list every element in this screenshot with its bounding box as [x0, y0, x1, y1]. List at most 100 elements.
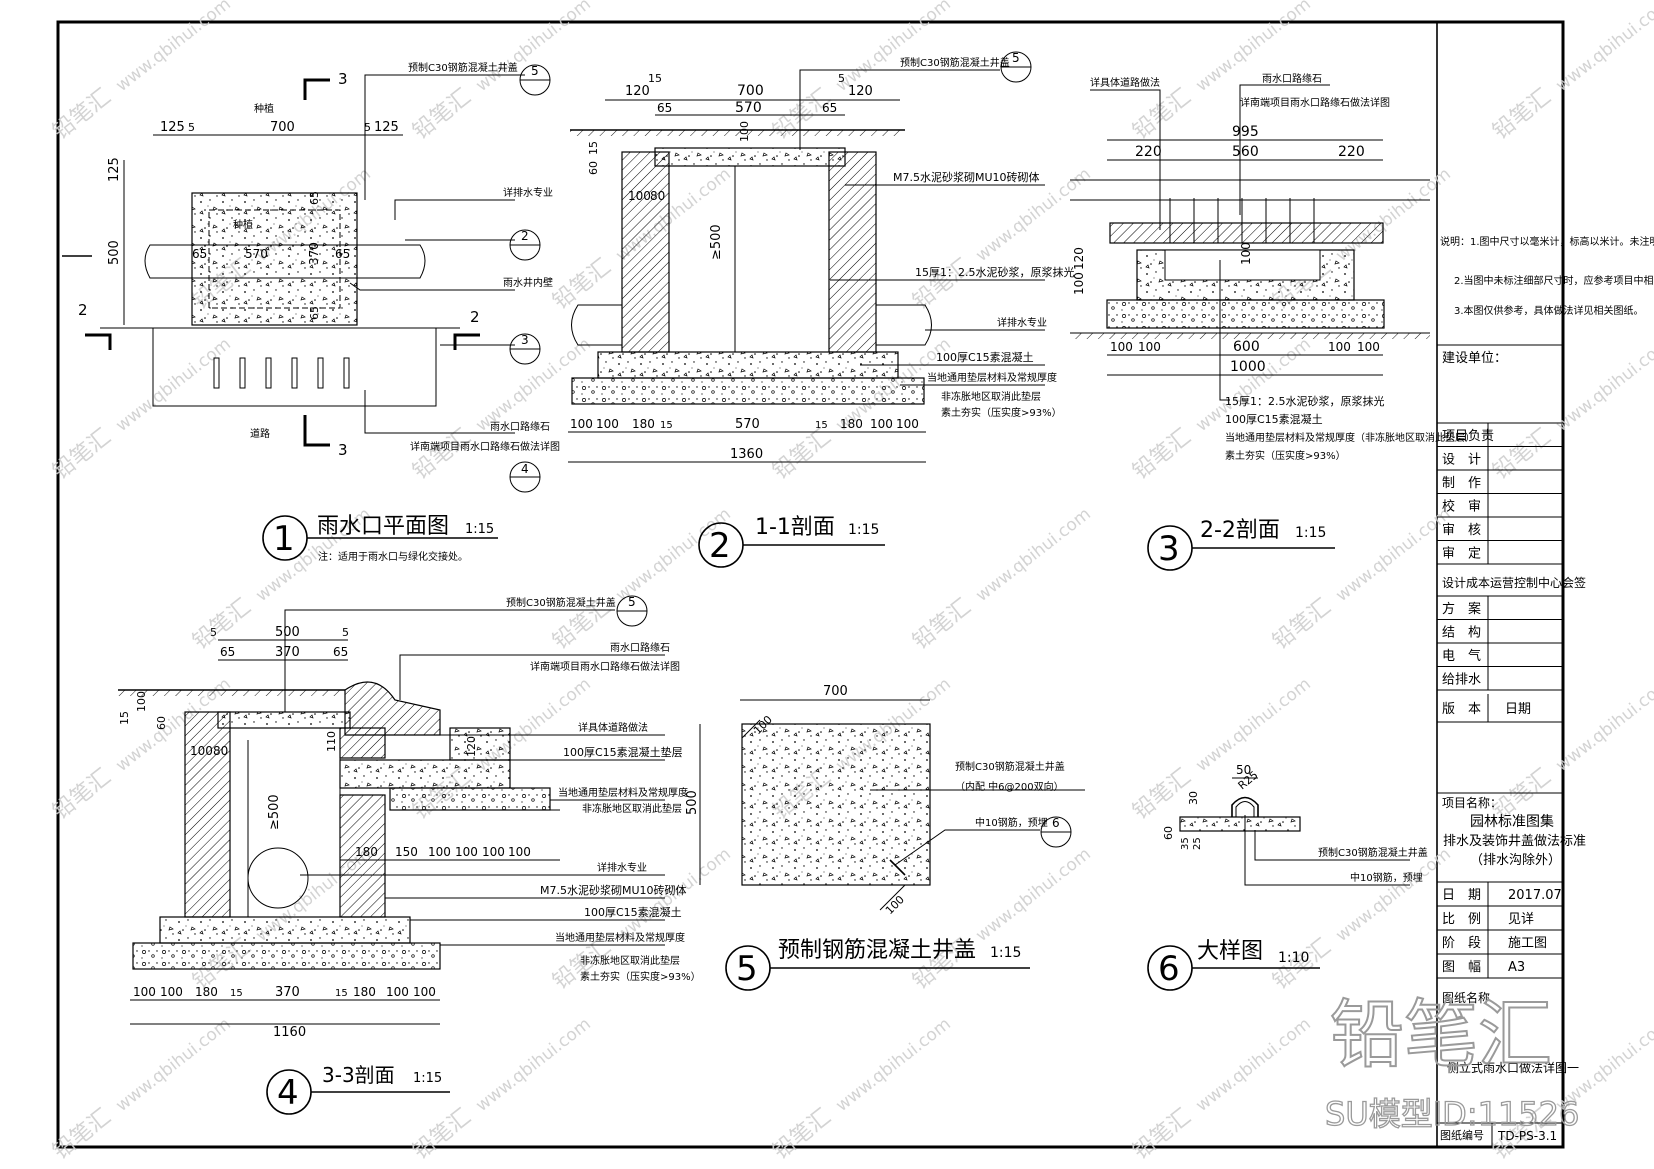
svg-text:排水及装饰井盖做法标准: 排水及装饰井盖做法标准	[1443, 834, 1586, 849]
svg-text:非冻胀地区取消此垫层: 非冻胀地区取消此垫层	[941, 390, 1041, 403]
title-row-label: 审 核	[1442, 523, 1481, 538]
svg-text:100: 100	[570, 417, 593, 431]
svg-text:80: 80	[650, 189, 665, 203]
svg-text:100: 100	[1110, 340, 1133, 354]
svg-text:100: 100	[133, 985, 156, 999]
svg-text:180: 180	[195, 985, 218, 999]
svg-text:700: 700	[823, 684, 848, 699]
svg-text:100: 100	[738, 121, 751, 142]
svg-text:100厚C15素混凝土: 100厚C15素混凝土	[936, 350, 1034, 364]
svg-text:www.qbihui.com: www.qbihui.com	[472, 1014, 595, 1116]
svg-text:建设单位：: 建设单位：	[1442, 351, 1507, 366]
svg-text:详南端项目雨水口路缘石做法详图: 详南端项目雨水口路缘石做法详图	[1240, 96, 1390, 109]
svg-text:中10钢筋，预埋: 中10钢筋，预埋	[1350, 871, 1423, 884]
svg-text:1-1剖面: 1-1剖面	[755, 515, 835, 540]
svg-text:当地通用垫层材料及常规厚度: 当地通用垫层材料及常规厚度	[927, 371, 1057, 384]
svg-text:65: 65	[220, 645, 235, 659]
svg-text:预制C30钢筋混凝土井盖: 预制C30钢筋混凝土井盖	[900, 56, 1010, 69]
info-row-value: 见详	[1508, 912, 1534, 927]
svg-text:2: 2	[709, 526, 731, 566]
title-row-label: 设 计	[1442, 453, 1481, 468]
svg-text:铅笔汇: 铅笔汇	[1128, 1104, 1195, 1164]
svg-text:非冻胀地区取消此垫层: 非冻胀地区取消此垫层	[580, 954, 680, 967]
svg-text:www.qbihui.com: www.qbihui.com	[1552, 0, 1654, 96]
svg-text:中10钢筋，预埋: 中10钢筋，预埋	[975, 816, 1048, 829]
svg-text:220: 220	[1338, 144, 1365, 160]
svg-text:125: 125	[107, 157, 122, 182]
svg-text:1:15: 1:15	[413, 1071, 442, 1086]
svg-text:1:15: 1:15	[1295, 525, 1326, 541]
svg-text:5: 5	[342, 626, 349, 639]
svg-text:560: 560	[1232, 144, 1259, 160]
svg-text:120: 120	[1072, 247, 1086, 270]
info-row-value: A3	[1508, 960, 1525, 975]
svg-text:www.qbihui.com: www.qbihui.com	[972, 844, 1095, 946]
svg-text:570: 570	[735, 417, 760, 432]
svg-text:详南端项目雨水口路缘石做法详图: 详南端项目雨水口路缘石做法详图	[530, 660, 680, 673]
svg-text:100: 100	[596, 417, 619, 431]
svg-text:100: 100	[428, 845, 451, 859]
svg-text:SU模型ID:11526: SU模型ID:11526	[1325, 1095, 1579, 1133]
cover-slab	[741, 723, 931, 886]
svg-text:铅笔汇: 铅笔汇	[1488, 84, 1555, 144]
svg-text:65: 65	[333, 645, 348, 659]
svg-text:220: 220	[1135, 144, 1162, 160]
svg-text:370: 370	[275, 645, 300, 660]
svg-text:≥500: ≥500	[267, 794, 282, 830]
svg-text:100厚C15素混凝土: 100厚C15素混凝土	[1225, 412, 1323, 426]
svg-text:铅笔汇: 铅笔汇	[1330, 992, 1552, 1078]
svg-text:1000: 1000	[1230, 359, 1266, 375]
svg-text:15: 15	[230, 988, 243, 999]
svg-text:100: 100	[1328, 340, 1351, 354]
svg-text:3: 3	[521, 333, 529, 347]
svg-text:1:10: 1:10	[1278, 950, 1309, 966]
svg-text:100: 100	[482, 845, 505, 859]
svg-text:3-3剖面: 3-3剖面	[322, 1063, 395, 1087]
svg-text:100: 100	[896, 417, 919, 431]
svg-text:雨水口路缘石: 雨水口路缘石	[1262, 72, 1322, 85]
svg-text:雨水口平面图: 雨水口平面图	[317, 514, 449, 539]
svg-text:120: 120	[465, 736, 478, 757]
svg-text:铅笔汇: 铅笔汇	[408, 1104, 475, 1164]
svg-text:5: 5	[531, 64, 539, 78]
svg-text:370: 370	[307, 242, 321, 265]
svg-text:2.当图中未标注细部尺寸时，应参考项目中相关施工图纸。: 2.当图中未标注细部尺寸时，应参考项目中相关施工图纸。	[1454, 274, 1654, 287]
svg-text:15厚1：2.5水泥砂浆，原浆抹光: 15厚1：2.5水泥砂浆，原浆抹光	[1225, 394, 1385, 408]
svg-text:详排水专业: 详排水专业	[503, 186, 553, 199]
svg-text:设计成本运营控制中心会签: 设计成本运营控制中心会签	[1442, 575, 1586, 590]
svg-text:150: 150	[395, 845, 418, 859]
svg-text:注：适用于雨水口与绿化交接处。: 注：适用于雨水口与绿化交接处。	[318, 550, 468, 563]
svg-text:4: 4	[277, 1073, 299, 1113]
svg-text:5: 5	[736, 949, 758, 989]
svg-text:预制C30钢筋混凝土井盖: 预制C30钢筋混凝土井盖	[1318, 846, 1428, 859]
svg-text:1160: 1160	[273, 1025, 306, 1040]
svg-text:铅笔汇: 铅笔汇	[908, 594, 975, 654]
svg-text:详排水专业: 详排水专业	[597, 861, 647, 874]
svg-text:100: 100	[190, 744, 213, 758]
svg-text:3: 3	[338, 70, 348, 88]
svg-text:预制钢筋混凝土井盖: 预制钢筋混凝土井盖	[778, 938, 976, 963]
sign-row-label: 结 构	[1442, 626, 1481, 641]
svg-text:500: 500	[685, 790, 700, 815]
svg-text:雨水井内壁: 雨水井内壁	[503, 276, 553, 289]
svg-text:500: 500	[275, 625, 300, 640]
svg-text:园林标准图集: 园林标准图集	[1470, 813, 1554, 830]
svg-text:预制C30钢筋混凝土井盖: 预制C30钢筋混凝土井盖	[506, 596, 616, 609]
svg-text:15: 15	[587, 141, 600, 155]
svg-text:5: 5	[628, 595, 636, 609]
svg-text:35: 35	[1180, 837, 1191, 850]
info-row-label: 日 期	[1442, 888, 1481, 903]
svg-text:M7.5水泥砂浆砌MU10砖砌体: M7.5水泥砂浆砌MU10砖砌体	[893, 170, 1040, 184]
svg-text:65: 65	[308, 306, 321, 320]
svg-text:6: 6	[1052, 816, 1060, 830]
svg-text:项目名称：: 项目名称：	[1442, 795, 1502, 810]
view-6-detail: 50 R25 30 60 35 25 预制C30钢筋混凝土井盖 中10钢筋，预埋…	[1147, 763, 1428, 991]
svg-text:125: 125	[160, 120, 185, 135]
